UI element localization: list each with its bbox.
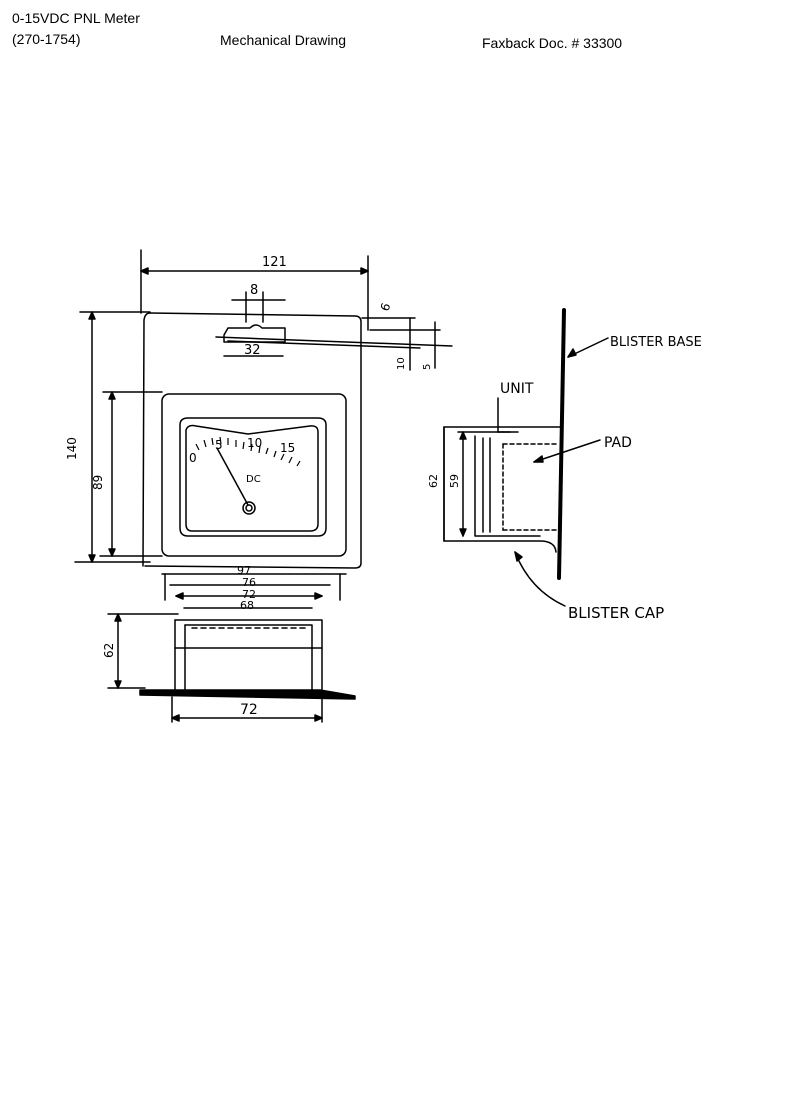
hanger-slot <box>215 324 453 349</box>
label-side-outer-height: 62 <box>427 474 440 488</box>
meter-scale-ticks <box>195 436 301 467</box>
front-card-outline <box>142 312 362 569</box>
dim-bezel-height <box>99 391 163 557</box>
scale-label-10: 10 <box>247 436 262 450</box>
dim-body-widths <box>169 584 331 609</box>
dim-depth <box>107 613 179 689</box>
label-side-inner-height: 59 <box>448 474 461 488</box>
label-overall-width: 121 <box>262 255 287 270</box>
base-plate <box>139 689 356 700</box>
product-title: 0-15VDC PNL Meter <box>12 10 140 26</box>
label-unit: UNIT <box>500 381 534 397</box>
label-base-width: 72 <box>240 702 258 718</box>
scale-label-0: 0 <box>189 451 197 465</box>
label-body-width-outer: 76 <box>242 576 256 589</box>
dim-slot-offset <box>231 291 286 323</box>
label-blister-base: BLISTER BASE <box>610 335 702 350</box>
label-slot-width: 32 <box>244 343 261 358</box>
label-slot-offset: 8 <box>250 283 258 298</box>
dim-overall-height <box>74 311 151 563</box>
meter-bezel <box>161 393 347 557</box>
label-bezel-height: 89 <box>91 475 105 490</box>
label-overall-height: 140 <box>65 437 79 460</box>
front-body <box>164 573 341 691</box>
label-body-width-inner: 68 <box>240 599 254 612</box>
label-body-width: 72 <box>242 588 256 601</box>
scale-unit: DC <box>246 474 261 485</box>
part-number: (270-1754) <box>12 31 81 47</box>
dim-base-width <box>171 696 323 723</box>
leader-lines <box>497 337 609 607</box>
dim-right-top <box>361 317 441 371</box>
doc-reference: Faxback Doc. # 33300 <box>482 35 623 51</box>
meter-pointer <box>216 447 256 515</box>
drawing-type: Mechanical Drawing <box>220 32 347 48</box>
label-blister-cap: BLISTER CAP <box>568 604 664 622</box>
label-pad: PAD <box>604 435 632 451</box>
label-depth: 62 <box>102 643 116 658</box>
label-bezel-width: 97 <box>237 564 251 577</box>
side-view-blister-base <box>557 308 566 580</box>
dim-side-heights <box>443 426 467 542</box>
label-slot-height-a: 10 <box>396 357 407 370</box>
label-slot-height-b: 5 <box>422 364 433 370</box>
scale-label-5: 5 <box>215 438 223 452</box>
scale-label-15: 15 <box>280 441 295 455</box>
label-top-gap: 6 <box>378 301 394 313</box>
